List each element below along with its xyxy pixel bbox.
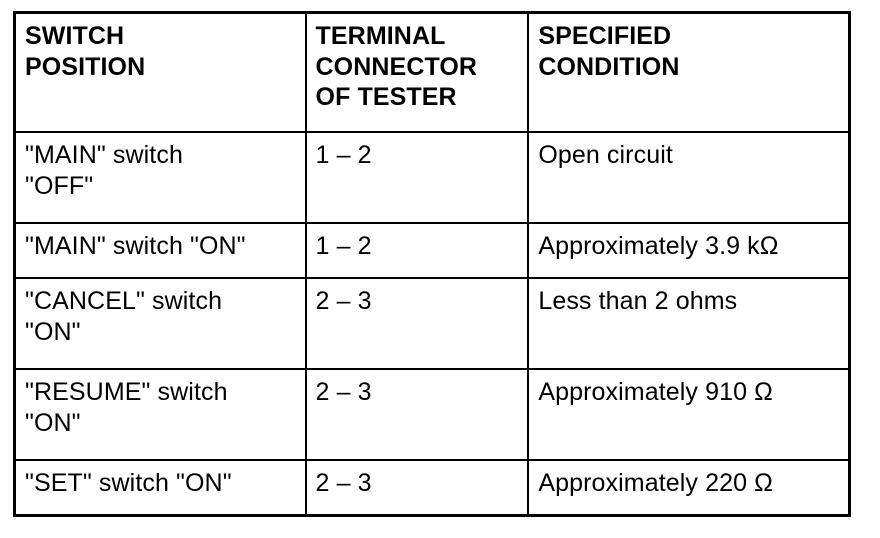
cell-switch-position: "RESUME" switch "ON" <box>13 368 307 461</box>
cell-terminal-connector: 1 – 2 <box>304 222 530 279</box>
cell-terminal-connector: 2 – 3 <box>304 368 530 461</box>
cell-switch-position: "SET" switch "ON" <box>13 459 307 517</box>
specification-table-container: SWITCH POSITION TERMINAL CONNECTOR OF TE… <box>13 11 851 517</box>
cell-specified-condition: Approximately 910 Ω <box>527 368 851 461</box>
table-header: SWITCH POSITION TERMINAL CONNECTOR OF TE… <box>13 11 851 133</box>
column-header-switch-position: SWITCH POSITION <box>13 11 307 133</box>
cell-switch-position: "MAIN" switch "ON" <box>13 222 307 279</box>
table-header-row: SWITCH POSITION TERMINAL CONNECTOR OF TE… <box>13 11 851 133</box>
table-row: "MAIN" switch "OFF" 1 – 2 Open circuit <box>13 131 851 224</box>
cell-specified-condition: Approximately 220 Ω <box>527 459 851 517</box>
table-body: "MAIN" switch "OFF" 1 – 2 Open circuit "… <box>13 131 851 517</box>
table-row: "RESUME" switch "ON" 2 – 3 Approximately… <box>13 368 851 461</box>
column-header-terminal-connector: TERMINAL CONNECTOR OF TESTER <box>304 11 530 133</box>
cell-specified-condition: Approximately 3.9 kΩ <box>527 222 851 279</box>
cell-terminal-connector: 2 – 3 <box>304 277 530 370</box>
table-row: "MAIN" switch "ON" 1 – 2 Approximately 3… <box>13 222 851 279</box>
table-row: "SET" switch "ON" 2 – 3 Approximately 22… <box>13 459 851 517</box>
column-header-specified-condition: SPECIFIED CONDITION <box>527 11 851 133</box>
cell-specified-condition: Less than 2 ohms <box>527 277 851 370</box>
cell-switch-position: "CANCEL" switch "ON" <box>13 277 307 370</box>
cell-terminal-connector: 2 – 3 <box>304 459 530 517</box>
table-row: "CANCEL" switch "ON" 2 – 3 Less than 2 o… <box>13 277 851 370</box>
cell-specified-condition: Open circuit <box>527 131 851 224</box>
cell-switch-position: "MAIN" switch "OFF" <box>13 131 307 224</box>
cell-terminal-connector: 1 – 2 <box>304 131 530 224</box>
switch-specification-table: SWITCH POSITION TERMINAL CONNECTOR OF TE… <box>13 11 851 517</box>
